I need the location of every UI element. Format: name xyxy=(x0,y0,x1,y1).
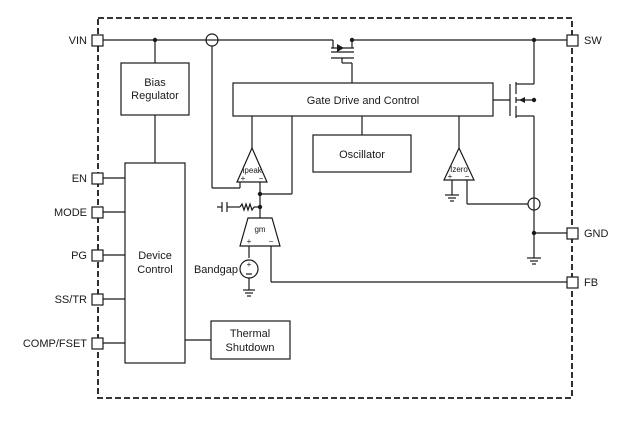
ipeak-label: Ipeak xyxy=(242,166,263,175)
bandgap-source: + Bandgap xyxy=(194,259,259,279)
pin-vin: VIN xyxy=(69,34,104,47)
pin-comp-fset: COMP/FSET xyxy=(23,337,104,350)
ipeak-comparator: Ipeak + − xyxy=(236,146,268,183)
resistor-icon xyxy=(239,202,255,212)
bias-regulator-block: Bias Regulator xyxy=(120,62,190,116)
pin-mode-label: MODE xyxy=(54,207,87,219)
pin-pg: PG xyxy=(71,249,104,262)
pin-mode: MODE xyxy=(54,206,104,219)
gm-minus: − xyxy=(269,237,274,246)
izero-label: Izero xyxy=(450,165,468,174)
pin-fb: FB xyxy=(566,276,598,289)
capacitor-icon xyxy=(217,202,228,212)
pin-pg-label: PG xyxy=(71,250,87,262)
device-control-line1: Device xyxy=(138,250,172,262)
pin-en-label: EN xyxy=(72,173,87,185)
junction-dots xyxy=(152,37,537,236)
gate-drive-label: Gate Drive and Control xyxy=(307,95,420,107)
pin-ss-tr: SS/TR xyxy=(55,293,104,306)
ipeak-minus: − xyxy=(259,174,264,183)
pin-gnd: GND xyxy=(566,227,609,240)
oscillator-block: Oscillator xyxy=(312,134,412,173)
pin-sw: SW xyxy=(566,34,602,47)
pin-en: EN xyxy=(72,172,104,185)
izero-minus: − xyxy=(465,172,470,181)
high-side-mosfet-icon xyxy=(331,44,354,59)
pin-sw-label: SW xyxy=(584,35,602,47)
pin-fb-label: FB xyxy=(584,277,598,289)
ipeak-plus: + xyxy=(241,174,246,183)
ground-icon xyxy=(527,257,541,265)
gm-label: gm xyxy=(254,225,265,234)
izero-plus: + xyxy=(448,172,453,181)
thermal-shutdown-line2: Shutdown xyxy=(226,342,275,354)
izero-comparator: Izero + − xyxy=(443,146,475,181)
thermal-shutdown-block: Thermal Shutdown xyxy=(210,320,291,360)
gm-plus: + xyxy=(247,237,252,246)
pin-ss-tr-label: SS/TR xyxy=(55,294,87,306)
bandgap-label: Bandgap xyxy=(194,264,238,276)
gm-amplifier: gm + − xyxy=(239,217,281,247)
ground-icon xyxy=(445,194,459,202)
bandgap-plus: + xyxy=(247,260,252,269)
bias-regulator-line2: Regulator xyxy=(131,90,179,102)
bias-regulator-line1: Bias xyxy=(144,77,166,89)
device-control-line2: Control xyxy=(137,264,172,276)
pin-gnd-label: GND xyxy=(584,228,609,240)
current-sense-icon xyxy=(205,33,219,47)
ground-icon xyxy=(243,289,255,297)
low-side-mosfet-icon xyxy=(509,82,534,118)
current-sense-icon xyxy=(527,197,541,211)
thermal-shutdown-line1: Thermal xyxy=(230,328,270,340)
device-control-block: Device Control xyxy=(124,162,186,364)
wiring xyxy=(103,39,567,344)
pin-comp-fset-label: COMP/FSET xyxy=(23,338,87,350)
oscillator-label: Oscillator xyxy=(339,149,385,161)
gate-drive-block: Gate Drive and Control xyxy=(232,82,494,117)
pin-vin-label: VIN xyxy=(69,35,87,47)
